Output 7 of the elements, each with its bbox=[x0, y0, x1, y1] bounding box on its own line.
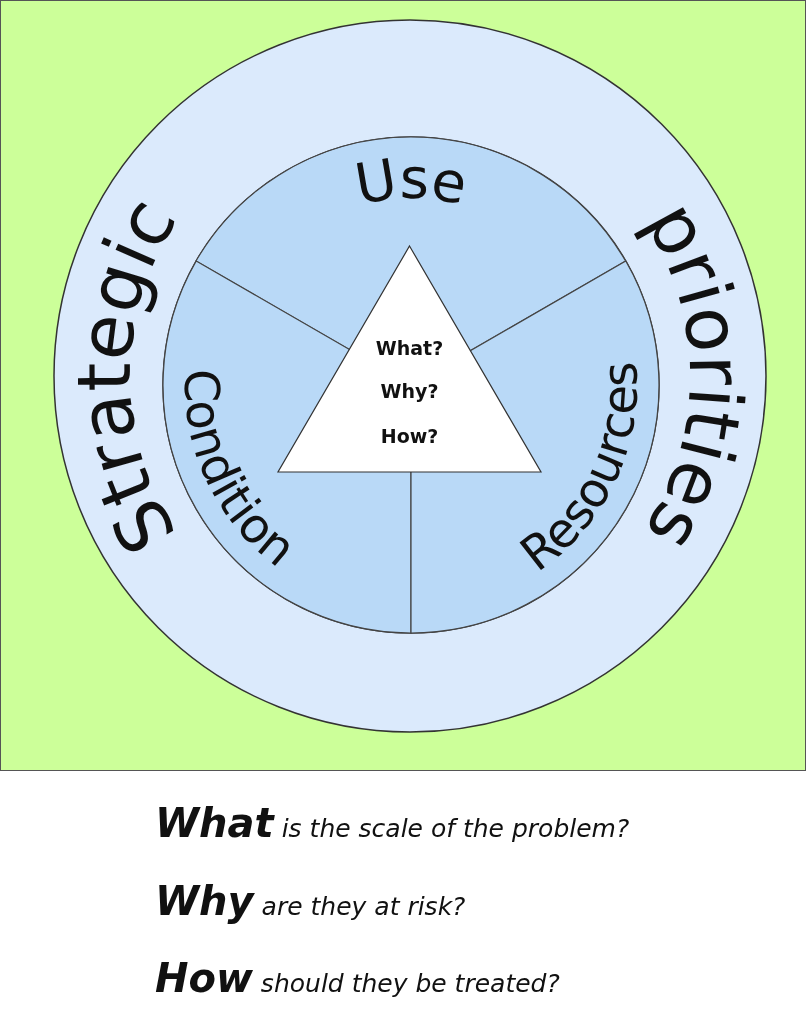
question-sentence: Why are they at risk? bbox=[155, 878, 466, 924]
question-sentence: What is the scale of the problem? bbox=[155, 800, 630, 846]
question-text: Why? bbox=[380, 380, 439, 402]
question-text: What? bbox=[375, 337, 444, 359]
question-text: How? bbox=[380, 425, 439, 447]
question-sentence: How should they be treated? bbox=[155, 955, 560, 1001]
sector-label: Use bbox=[350, 145, 473, 218]
